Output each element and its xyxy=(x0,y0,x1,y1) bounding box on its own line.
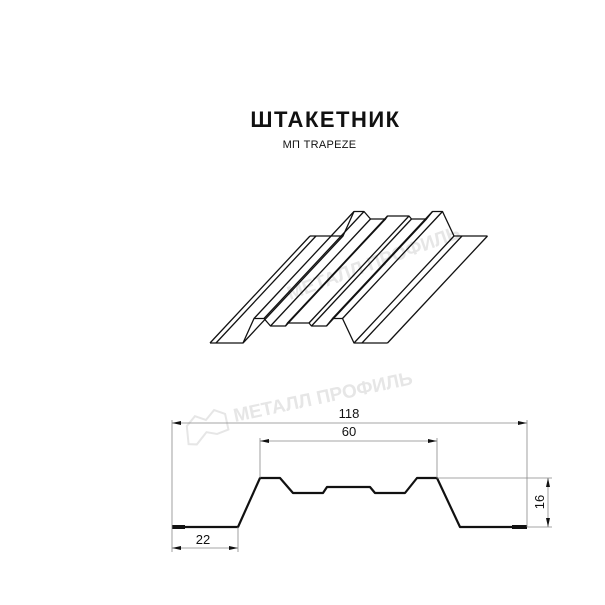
ridge-line xyxy=(209,235,311,344)
product-title: ШТАКЕТНИК xyxy=(250,107,401,132)
dimension-arrows xyxy=(172,421,550,550)
back-profile xyxy=(310,210,488,237)
ridge-line xyxy=(270,218,371,327)
ridge-line xyxy=(242,235,344,344)
ridge-line xyxy=(353,235,455,344)
ridge-line xyxy=(332,211,433,319)
ridge-line xyxy=(287,215,388,324)
ridge-line xyxy=(311,218,412,327)
watermark-text: МЕТАЛЛ ПРОФИЛЬ xyxy=(232,368,415,426)
lock-line xyxy=(361,235,463,344)
ridge-line xyxy=(308,215,410,324)
ridge-line xyxy=(253,211,355,319)
section-profile xyxy=(172,476,527,529)
ridge-line xyxy=(387,235,488,344)
dimension-flange-width: 22 xyxy=(196,532,210,547)
ridge-line xyxy=(263,211,365,319)
product-subtitle: МП TRAPEZE xyxy=(282,139,357,151)
watermark-logo-icon xyxy=(185,408,230,446)
front-profile xyxy=(210,317,388,344)
ridge-line xyxy=(342,211,443,319)
dimension-total-width: 118 xyxy=(339,406,360,421)
dimension-top-width: 60 xyxy=(342,424,356,439)
dimension-height: 16 xyxy=(532,495,547,509)
watermark-2d: МЕТАЛЛ ПРОФИЛЬ xyxy=(185,368,415,446)
ridge-line xyxy=(326,218,427,327)
lock-line xyxy=(215,235,317,344)
isometric-view xyxy=(209,210,488,344)
